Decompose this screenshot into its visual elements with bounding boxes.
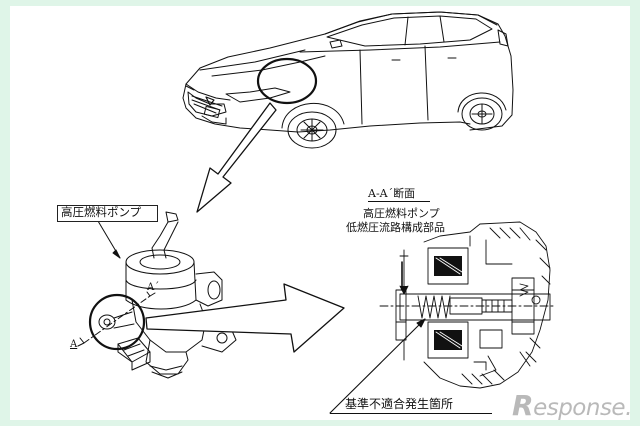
- response-watermark: Response.: [512, 389, 632, 422]
- engine-highlight-circle: [256, 57, 318, 105]
- defect-leader: [329, 318, 426, 414]
- cross-section-drawing: [379, 221, 557, 389]
- pump-drawing: [98, 211, 237, 379]
- section-marker-bottom: A: [70, 339, 78, 350]
- part-name-line1: 高圧燃料ポンプ: [363, 207, 440, 220]
- watermark-text: esponse.: [533, 395, 632, 421]
- section-marker-top: A´: [147, 282, 160, 293]
- hollow-arrow-car-to-pump: [196, 102, 277, 213]
- defect-location-label: 基準不適合発生箇所: [345, 397, 454, 411]
- part-name-line2: 低燃圧流路構成部品: [346, 221, 445, 234]
- section-title-underline: [368, 201, 430, 202]
- hollow-arrow-pump-to-section: [145, 283, 345, 353]
- watermark-initial: R: [512, 389, 534, 422]
- pump-highlight-circle: [88, 293, 146, 351]
- defect-label-underline: [330, 413, 492, 414]
- pump-label: 高圧燃料ポンプ: [61, 205, 142, 219]
- pump-label-box: [57, 205, 158, 222]
- section-line: [83, 295, 151, 344]
- car-drawing: [182, 11, 514, 149]
- section-title: A-A´断面: [368, 187, 416, 200]
